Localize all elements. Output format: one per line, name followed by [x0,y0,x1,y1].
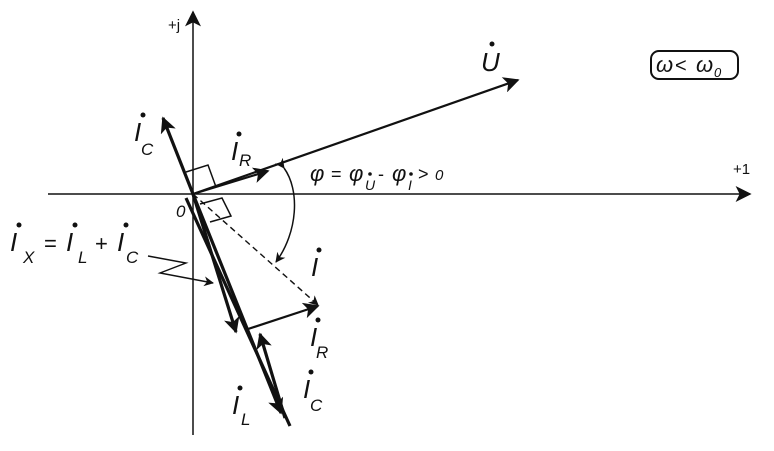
label-IL-sub: L [241,410,250,429]
ix-formula-I-dot [16,222,22,228]
label-I: I [311,252,318,282]
condition-omega0: ω [696,52,713,77]
ix-formula-I: I [10,227,17,257]
formula-gt: > [418,164,429,184]
ix-formula-C-sub: C [126,248,139,267]
label-IL-dot [237,385,243,391]
ix-formula-plus: + [95,231,108,256]
current-phasor-I [192,193,319,306]
formula-phiI-sub: I [408,177,412,193]
ix-extension-line [184,197,292,427]
current-phasor-IR-second [244,302,320,332]
label-IC-second-dot [308,369,314,375]
label-IR-dot [236,131,242,137]
formula-phi: φ [310,161,324,186]
current-phasor-IC-second [256,332,287,419]
ix-formula-eq: = [44,231,57,256]
condition-omega: ω [656,52,673,77]
label-IC-second-sub: C [310,396,323,415]
current-phasor-IC [160,116,195,195]
right-angle-marker-origin [185,164,217,188]
ix-formula-IC: I [117,227,124,257]
ix-formula-X-sub: X [22,248,35,267]
label-IC: I [134,117,141,147]
formula-phiU-dot [368,172,372,176]
formula-phiI-dot [409,172,413,176]
condition-omega0-sub: 0 [714,65,722,80]
label-IC-second: I [303,374,310,404]
phase-angle-arc [274,157,296,263]
condition-lt: < [675,55,687,77]
label-I-dot [316,247,322,253]
label-IR-sub: R [239,151,251,170]
ix-formula-IL-dot [72,222,78,228]
condition-box [650,50,739,80]
label-IL: I [232,390,239,420]
formula-phiI: φ [392,161,406,186]
label-IC-sub: C [141,140,154,159]
ix-formula-L-sub: L [78,248,87,267]
label-IR-second: I [310,322,317,352]
label-IR-second-dot [315,317,321,323]
label-IR: I [231,136,238,166]
ix-formula-IC-dot [123,222,129,228]
imaginary-axis-label: +j [168,17,180,34]
right-angle-marker-origin-lower [199,197,233,223]
label-U: U [481,47,500,77]
origin-label: 0 [176,202,186,221]
formula-zero: 0 [435,167,444,184]
label-U-dot [489,41,495,47]
label-IR-second-sub: R [316,343,328,362]
ix-formula-IL: I [66,227,73,257]
label-IC-dot [140,112,146,118]
formula-phiU-sub: U [365,177,376,193]
ix-leader-line [147,255,214,287]
formula-phiU: φ [349,161,363,186]
voltage-phasor-U [192,77,520,196]
formula-eq: = [331,164,342,184]
real-axis-label: +1 [733,161,750,178]
formula-minus: - [378,164,384,184]
current-phasor-IR [192,167,270,196]
